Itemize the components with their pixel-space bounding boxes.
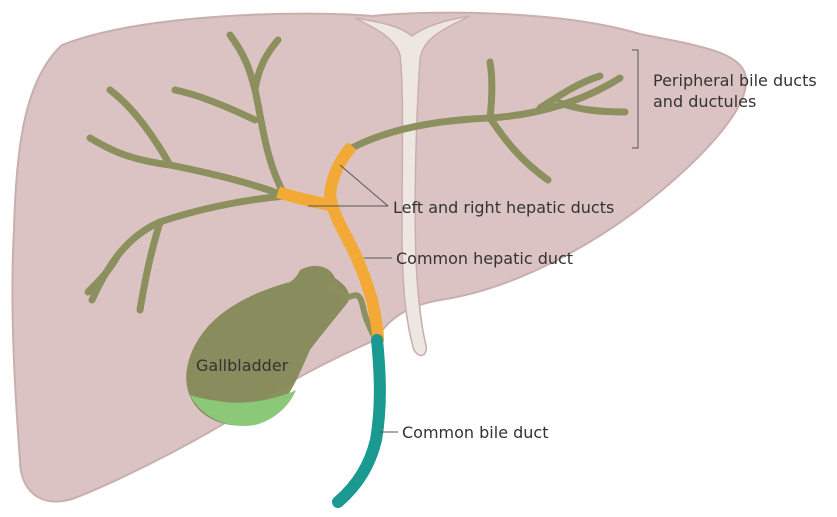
label-peripheral-line1: Peripheral bile ducts: [653, 70, 817, 91]
common-bile-duct: [338, 340, 380, 502]
label-peripheral-line2: and ductules: [653, 91, 817, 112]
label-gallbladder: Gallbladder: [196, 355, 288, 376]
label-hepatic-ducts: Left and right hepatic ducts: [393, 197, 614, 218]
label-peripheral-bile-ducts: Peripheral bile ducts and ductules: [653, 70, 817, 112]
label-common-bile-duct: Common bile duct: [402, 422, 549, 443]
label-common-hepatic-duct: Common hepatic duct: [396, 248, 573, 269]
